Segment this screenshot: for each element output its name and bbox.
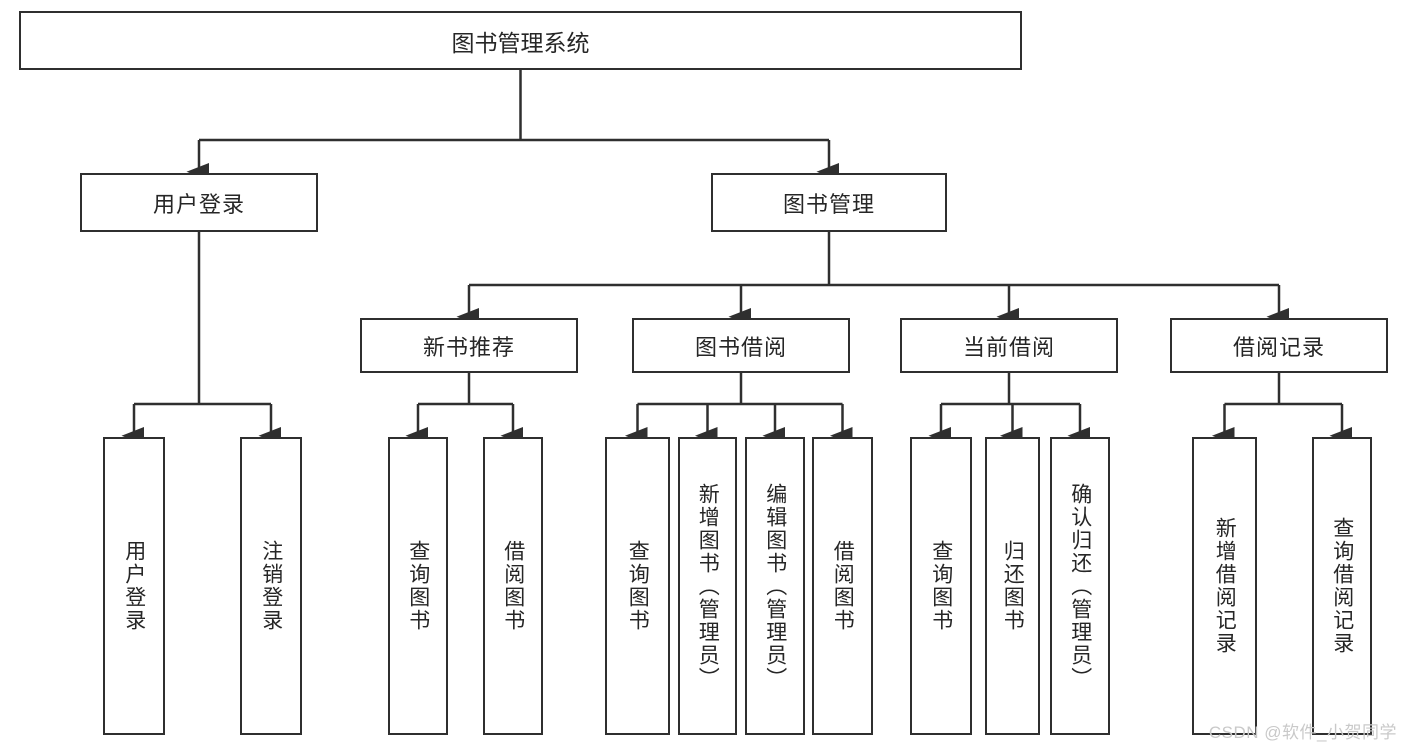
leaf-borrow-book[interactable]: 借阅图书 xyxy=(812,437,873,735)
node-current-borrow[interactable]: 当前借阅 xyxy=(900,318,1118,373)
watermark: CSDN @软件_小贺同学 xyxy=(1208,723,1397,742)
leaf-confirm-return-admin[interactable]: 确认归还（管理员） xyxy=(1050,437,1110,735)
node-new-book-recommend[interactable]: 新书推荐 xyxy=(360,318,578,373)
leaf-borrow-book-recommend[interactable]: 借阅图书 xyxy=(483,437,543,735)
leaf-query-book-borrow[interactable]: 查询图书 xyxy=(605,437,670,735)
leaf-query-borrow-record[interactable]: 查询借阅记录 xyxy=(1312,437,1372,735)
node-book-management[interactable]: 图书管理 xyxy=(711,173,947,232)
leaf-logout[interactable]: 注销登录 xyxy=(240,437,302,735)
leaf-add-book-admin[interactable]: 新增图书（管理员） xyxy=(678,437,737,735)
node-root[interactable]: 图书管理系统 xyxy=(19,11,1022,70)
leaf-query-book-current[interactable]: 查询图书 xyxy=(910,437,972,735)
leaf-edit-book-admin[interactable]: 编辑图书（管理员） xyxy=(745,437,805,735)
node-user-login[interactable]: 用户登录 xyxy=(80,173,318,232)
node-book-borrow[interactable]: 图书借阅 xyxy=(632,318,850,373)
leaf-return-book[interactable]: 归还图书 xyxy=(985,437,1040,735)
leaf-add-borrow-record[interactable]: 新增借阅记录 xyxy=(1192,437,1257,735)
leaf-user-login[interactable]: 用户登录 xyxy=(103,437,165,735)
leaf-query-book-recommend[interactable]: 查询图书 xyxy=(388,437,448,735)
node-borrow-record[interactable]: 借阅记录 xyxy=(1170,318,1388,373)
